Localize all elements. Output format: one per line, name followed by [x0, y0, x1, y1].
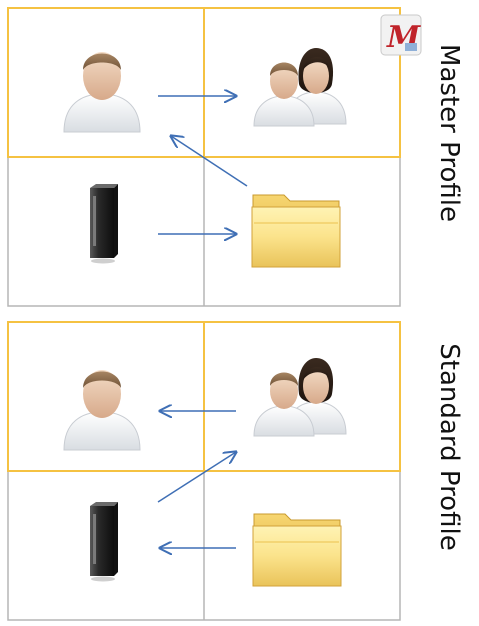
folder-icon [252, 513, 342, 587]
master-profile-label: Master Profile [434, 44, 464, 222]
user-group-icon [253, 358, 347, 437]
m-logo-icon: M [379, 13, 423, 57]
folder-icon [251, 194, 341, 268]
user-group-icon [253, 48, 347, 127]
user-icon [63, 52, 141, 133]
standard-profile-label: Standard Profile [434, 343, 464, 551]
standard-profile-panel [7, 321, 401, 621]
arrow-folder-to-user [171, 136, 248, 187]
master-profile-panel [7, 7, 401, 307]
arrow-computer-to-group [157, 452, 236, 503]
user-icon [63, 370, 141, 451]
computer-tower-icon [90, 184, 118, 264]
computer-tower-icon [90, 502, 118, 582]
